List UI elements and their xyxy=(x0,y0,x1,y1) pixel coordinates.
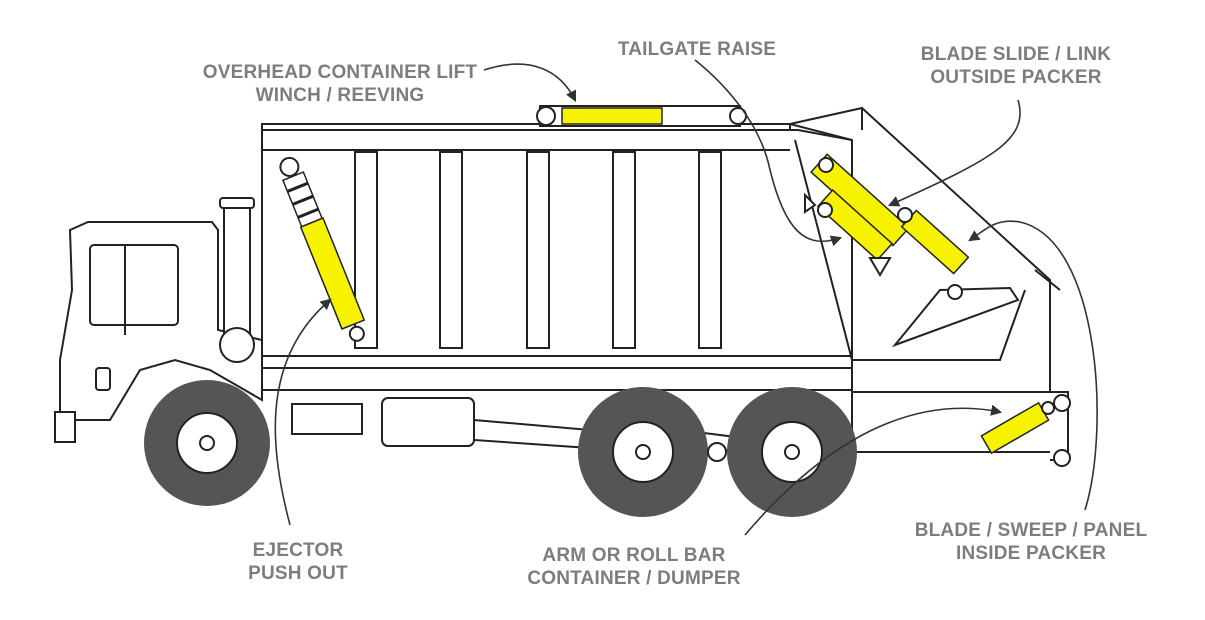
wheels xyxy=(144,380,857,517)
overhead-lift-arrow xyxy=(483,63,577,103)
overhead-lift-cylinder xyxy=(561,107,663,125)
body-rib xyxy=(526,151,550,349)
label-arm-roll-bar: ARM OR ROLL BAR CONTAINER / DUMPER xyxy=(509,544,759,590)
blade-slide-arrow xyxy=(887,99,1021,207)
label-ejector: EJECTOR PUSH OUT xyxy=(233,539,363,585)
front-wheel xyxy=(144,380,270,506)
body-rib xyxy=(698,151,722,349)
blade-sweep-arrow xyxy=(968,220,1098,511)
body-rib xyxy=(354,151,378,349)
arm-roll-bar-arrow xyxy=(744,404,1003,536)
label-line: EJECTOR xyxy=(252,540,344,561)
body-rib xyxy=(439,151,463,349)
body-rib xyxy=(612,151,636,349)
ejector-arrow xyxy=(274,298,332,526)
packer-cylinders xyxy=(804,153,970,300)
label-line: ARM OR ROLL BAR xyxy=(542,545,726,566)
label-line: BLADE SLIDE / LINK xyxy=(920,44,1112,65)
leader-arrows xyxy=(274,59,1098,536)
ejector-cylinder-group xyxy=(279,156,366,342)
label-overhead-lift: OVERHEAD CONTAINER LIFT WINCH / REEVING xyxy=(193,61,487,107)
label-tailgate-raise: TAILGATE RAISE xyxy=(612,38,782,61)
blade-slide-cylinder-2 xyxy=(816,189,894,261)
label-line: BLADE / SWEEP / PANEL xyxy=(914,520,1148,541)
label-line: PUSH OUT xyxy=(248,563,348,584)
label-line: TAILGATE RAISE xyxy=(617,39,777,60)
label-line: INSIDE PACKER xyxy=(955,543,1107,564)
label-line: WINCH / REEVING xyxy=(255,85,425,106)
cab-window xyxy=(89,244,179,326)
label-blade-slide: BLADE SLIDE / LINK OUTSIDE PACKER xyxy=(909,43,1123,89)
label-line: CONTAINER / DUMPER xyxy=(527,568,741,589)
tailgate-raise-arrow xyxy=(694,59,843,247)
overhead-cylinder-group xyxy=(536,105,747,127)
packer-blade xyxy=(891,286,1020,348)
label-blade-sweep: BLADE / SWEEP / PANEL INSIDE PACKER xyxy=(901,519,1161,565)
exhaust-stack xyxy=(223,199,251,341)
chassis-rail xyxy=(261,367,853,391)
label-line: OVERHEAD CONTAINER LIFT xyxy=(202,62,478,83)
rear-wheel-1 xyxy=(578,387,708,517)
arm-cylinder-group xyxy=(980,401,1055,455)
label-line: OUTSIDE PACKER xyxy=(930,67,1102,88)
fuel-tank xyxy=(381,397,475,447)
ejector-cylinder xyxy=(299,217,366,331)
rear-wheel-2 xyxy=(727,387,857,517)
